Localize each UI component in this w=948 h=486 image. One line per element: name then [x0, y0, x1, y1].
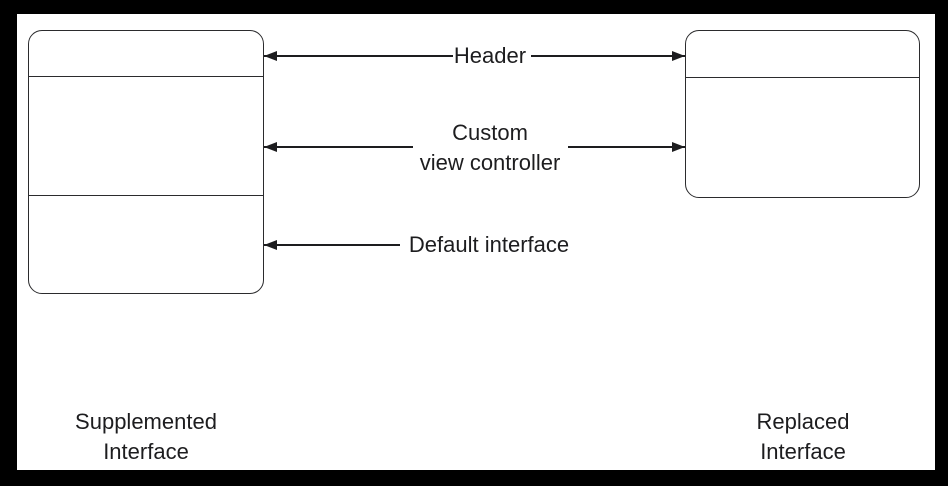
replaced-interface-box [685, 30, 920, 198]
custom-view-controller-arrow-left [264, 142, 413, 152]
arrowhead-left-icon [264, 51, 277, 61]
replaced-interface-caption: Replaced Interface [757, 407, 850, 467]
custom-view-controller-label-line1: Custom [452, 120, 528, 145]
default-interface-arrow-left [264, 240, 400, 250]
replaced-interface-caption-line2: Interface [760, 439, 846, 464]
custom-view-controller-label-line2: view controller [419, 150, 561, 175]
supplemented-interface-caption-line2: Interface [103, 439, 189, 464]
custom-view-controller-label: Custom view controller [420, 118, 561, 178]
custom-view-controller-arrow-right [568, 142, 685, 152]
default-interface-label: Default interface [408, 232, 570, 257]
arrowhead-left-icon [264, 142, 277, 152]
header-label: Header [453, 43, 527, 68]
arrowhead-left-icon [264, 240, 277, 250]
arrowhead-right-icon [672, 51, 685, 61]
arrowhead-right-icon [672, 142, 685, 152]
supplemented-content-divider [29, 195, 263, 196]
supplemented-interface-box [28, 30, 264, 294]
replaced-header-divider [686, 77, 919, 78]
supplemented-interface-caption-line1: Supplemented [75, 409, 217, 434]
replaced-interface-caption-line1: Replaced [756, 409, 850, 434]
supplemented-interface-caption: Supplemented Interface [75, 407, 217, 467]
header-arrow-right [531, 51, 685, 61]
supplemented-header-divider [29, 76, 263, 77]
diagram-canvas: Header Custom view controller Default in… [17, 14, 935, 470]
header-arrow-left [264, 51, 453, 61]
